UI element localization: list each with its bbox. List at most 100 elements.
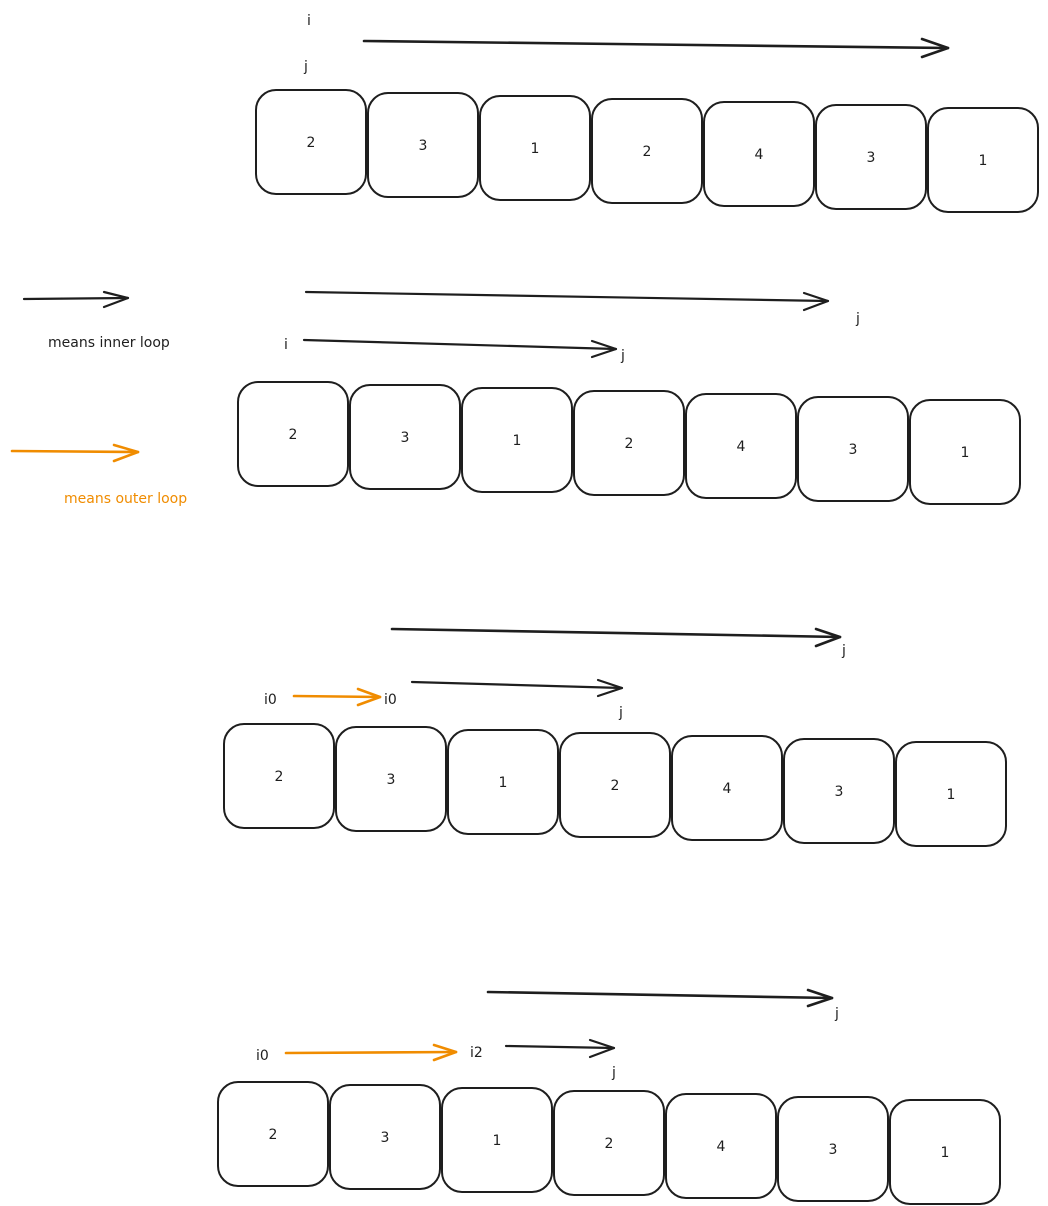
array-cell: 4 (671, 735, 783, 841)
array-cell-value: 2 (605, 1136, 614, 1152)
array-cell: 2 (223, 723, 335, 829)
row-1-long-arrow (362, 37, 950, 59)
array-cell-box (797, 396, 909, 502)
array-cell-value: 1 (513, 433, 522, 449)
row-3-short-arrow (410, 678, 624, 698)
row-4-short-label-j: j (611, 1065, 616, 1081)
array-cell-box (349, 384, 461, 490)
row-4-arrow-label-i: i2 (470, 1045, 483, 1061)
row-2-long-arrow (304, 290, 830, 312)
array-cell-box (815, 104, 927, 210)
array-cell: 2 (573, 390, 685, 496)
array-cell-box (217, 1081, 329, 1187)
array-cell: 2 (559, 732, 671, 838)
array-cell: 3 (349, 384, 461, 490)
array-cell-value: 4 (737, 439, 746, 455)
row-2-short-arrow (302, 338, 618, 359)
array-cell-box (927, 107, 1039, 213)
array-cell-box (783, 738, 895, 844)
array-cell-box (703, 101, 815, 207)
row-4-short-arrow (504, 1038, 616, 1059)
row-3-long-arrow (390, 627, 842, 648)
array-cell: 3 (367, 92, 479, 198)
array-cell: 3 (797, 396, 909, 502)
array-cell-box (559, 732, 671, 838)
row-4-outer-arrow (284, 1043, 458, 1062)
array-cell-value: 1 (499, 775, 508, 791)
array-cell-value: 4 (717, 1139, 726, 1155)
array-cell: 1 (447, 729, 559, 835)
array-cell-box (237, 381, 349, 487)
array-cell-box (479, 95, 591, 201)
array-cell: 2 (237, 381, 349, 487)
array-cell-value: 3 (867, 150, 876, 166)
array-cell-value: 3 (419, 138, 428, 154)
array-cell: 2 (553, 1090, 665, 1196)
legend-inner-label: means inner loop (48, 335, 170, 351)
array-cell: 1 (895, 741, 1007, 847)
array-cell: 3 (815, 104, 927, 210)
array-cell-box (223, 723, 335, 829)
array-cell: 3 (335, 726, 447, 832)
row-2-long-label-j: j (855, 311, 860, 327)
array-cell: 3 (783, 738, 895, 844)
row-1-label-j: j (303, 59, 308, 75)
legend-outer-arrow (10, 443, 140, 463)
array-cell-value: 3 (849, 442, 858, 458)
row-3-array: 2 3 1 2 4 3 1 (223, 723, 1007, 847)
row-2-label-i: i (284, 337, 288, 353)
array-cell-box (441, 1087, 553, 1193)
legend-outer-label: means outer loop (64, 491, 187, 507)
array-cell-value: 2 (643, 144, 652, 160)
array-cell-box (447, 729, 559, 835)
array-cell-value: 3 (387, 772, 396, 788)
row-1: i j 2 3 1 2 4 3 1 (255, 13, 1039, 213)
row-4-long-label-j: j (834, 1006, 839, 1022)
array-cell-box (573, 390, 685, 496)
array-cell-box (777, 1096, 889, 1202)
row-3-start-label-i: i0 (264, 692, 277, 708)
array-cell-value: 3 (829, 1142, 838, 1158)
array-cell: 3 (329, 1084, 441, 1190)
row-1-array: 2 3 1 2 4 3 1 (255, 89, 1039, 213)
array-cell-value: 3 (401, 430, 410, 446)
array-cell-value: 3 (835, 784, 844, 800)
array-cell: 1 (889, 1099, 1001, 1205)
array-cell-value: 1 (979, 153, 988, 169)
array-cell-value: 1 (493, 1133, 502, 1149)
array-cell: 2 (255, 89, 367, 195)
array-cell-box (255, 89, 367, 195)
array-cell-value: 1 (947, 787, 956, 803)
array-cell-value: 1 (961, 445, 970, 461)
array-cell-box (685, 393, 797, 499)
array-cell: 1 (441, 1087, 553, 1193)
row-4-start-label-i: i0 (256, 1048, 269, 1064)
array-cell: 2 (591, 98, 703, 204)
array-cell: 1 (927, 107, 1039, 213)
row-3-outer-arrow (292, 687, 382, 707)
row-2-array: 2 3 1 2 4 3 1 (237, 381, 1021, 505)
array-cell-value: 2 (289, 427, 298, 443)
array-cell: 4 (665, 1093, 777, 1199)
array-cell: 1 (479, 95, 591, 201)
array-cell: 2 (217, 1081, 329, 1187)
array-cell-value: 1 (531, 141, 540, 157)
array-cell-value: 2 (611, 778, 620, 794)
array-cell-value: 4 (755, 147, 764, 163)
row-2: j i j 2 3 1 2 4 3 1 (237, 290, 1021, 505)
array-cell-box (335, 726, 447, 832)
legend-inner-arrow (22, 290, 130, 309)
array-cell: 1 (909, 399, 1021, 505)
array-cell-box (671, 735, 783, 841)
row-1-label-i: i (307, 13, 311, 29)
array-cell: 1 (461, 387, 573, 493)
row-2-short-label-j: j (620, 348, 625, 364)
array-cell-box (553, 1090, 665, 1196)
array-cell-box (329, 1084, 441, 1190)
array-cell-box (889, 1099, 1001, 1205)
array-cell: 4 (685, 393, 797, 499)
